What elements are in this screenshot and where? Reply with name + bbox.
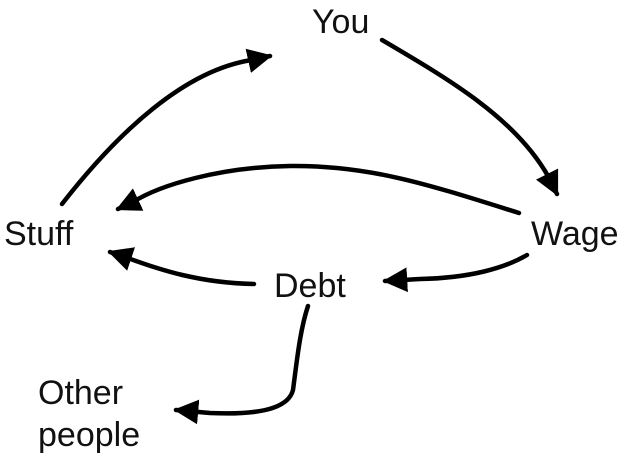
node-debt: Debt	[274, 267, 346, 305]
node-other-people-line2: people	[38, 416, 141, 454]
edge-debt-to-stuff	[107, 247, 257, 287]
edge-stuff-to-you	[59, 48, 273, 207]
edge-debt-to-other-people	[173, 303, 311, 425]
node-other-people: Other people	[38, 372, 140, 456]
node-other-people-line1: Other	[38, 374, 124, 412]
edge-wage-to-stuff	[115, 163, 522, 216]
node-wage: Wage	[531, 215, 619, 253]
edge-wage-to-debt	[382, 252, 530, 293]
node-you: You	[312, 3, 370, 41]
node-stuff: Stuff	[4, 215, 74, 253]
edge-you-to-wage	[379, 37, 560, 197]
